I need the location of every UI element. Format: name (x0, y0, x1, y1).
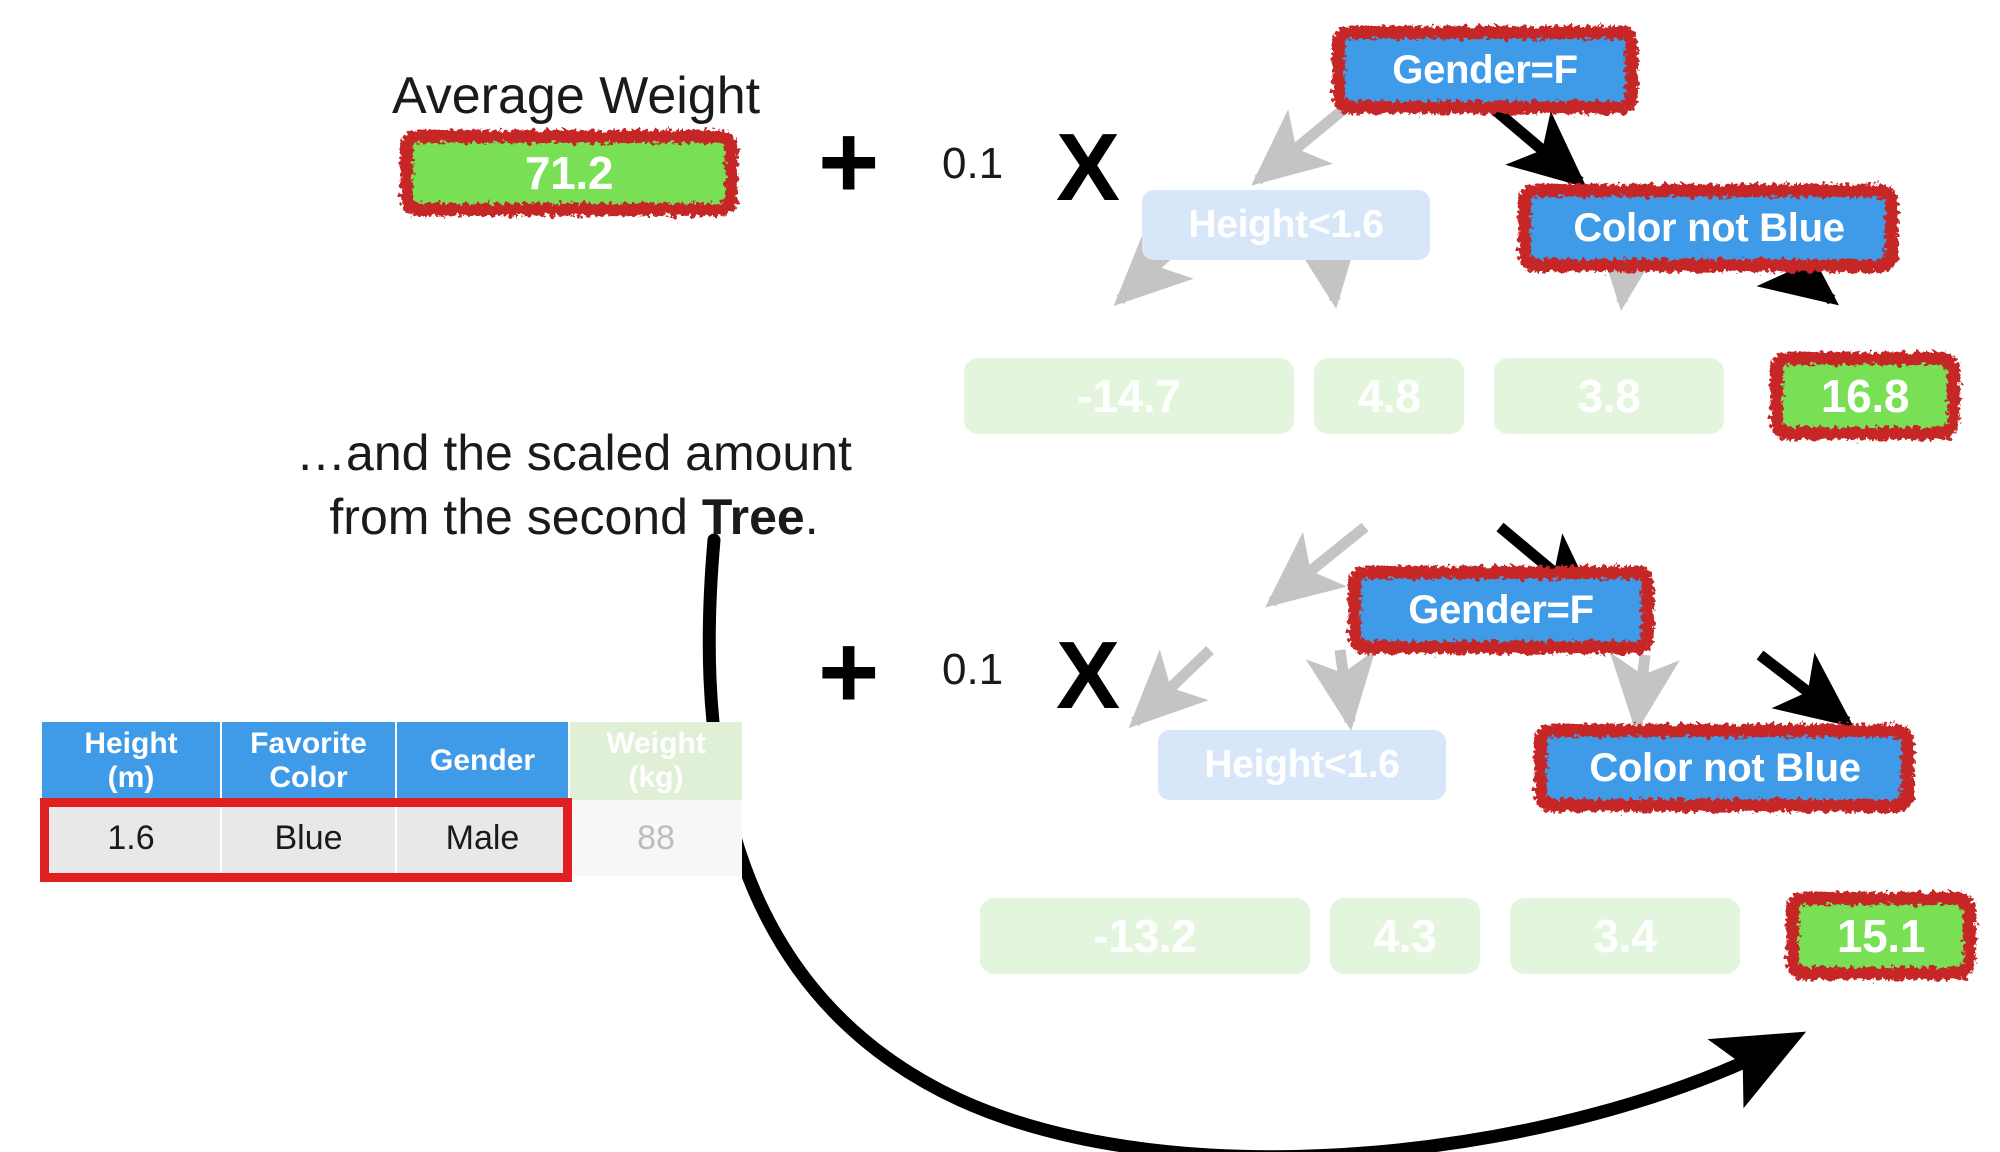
t1-right-node[interactable]: Color not Blue (1524, 190, 1894, 266)
page-title: Average Weight (392, 67, 761, 125)
t2-left-node[interactable]: Height<1.6 (1158, 730, 1446, 800)
average-weight-value-box: 71.2 (404, 134, 734, 212)
cell-gender: Male (397, 800, 570, 878)
edge-t1-root-left (1251, 99, 1354, 186)
t1-root-label: Gender=F (1392, 47, 1578, 92)
t2-leaf-0[interactable]: -13.2 (980, 898, 1310, 974)
table-header-height: Height (m) (42, 722, 222, 800)
table-row[interactable]: 1.6 Blue Male 88 (42, 800, 742, 878)
narrative-line-2-prefix: from the second (329, 489, 702, 545)
t1-right-label: Color not Blue (1573, 205, 1845, 250)
t1-leaf-0[interactable]: -14.7 (964, 358, 1294, 434)
sample-data-table: Height (m) Favorite Color Gender Weight … (42, 722, 742, 878)
table-header-height-line1: Height (84, 727, 178, 761)
table-header-weight-line2: (kg) (628, 761, 684, 794)
table-header-weight-line1: Weight (606, 727, 706, 761)
t1-leaf-3[interactable]: 16.8 (1776, 358, 1954, 434)
table-header-favorite-color: Favorite Color (222, 722, 397, 800)
table-header-favorite-color-line2: Color (269, 761, 348, 794)
learning-rate-row1: 0.1 (942, 139, 1004, 188)
table-header-weight: Weight (kg) (570, 722, 742, 800)
t1-leaf-2[interactable]: 3.8 (1494, 358, 1724, 434)
t2-leaf-1[interactable]: 4.3 (1330, 898, 1480, 974)
t2-right-label: Color not Blue (1589, 745, 1861, 790)
cell-height: 1.6 (42, 800, 222, 878)
t1-left-label: Height<1.6 (1188, 203, 1384, 246)
narrative-line-2-suffix: . (804, 489, 819, 545)
table-header-gender: Gender (397, 722, 570, 800)
cell-weight: 88 (570, 800, 742, 878)
t1-leaf-2-value: 3.8 (1577, 370, 1641, 422)
t2-root-node[interactable]: Gender=F (1352, 572, 1650, 648)
average-weight-value: 71.2 (524, 147, 614, 199)
edge-t2-left-right (1305, 649, 1376, 731)
t2-leaf-0-value: -13.2 (1093, 910, 1197, 962)
narrative-line-1: …and the scaled amount (296, 425, 852, 481)
table-header-favorite-color-line1: Favorite (250, 727, 367, 761)
t2-root-label: Gender=F (1408, 587, 1594, 632)
t2-leaf-1-value: 4.3 (1373, 910, 1437, 962)
table-header-height-line2: (m) (107, 761, 155, 794)
times-operator-row2: X (1056, 622, 1121, 729)
t2-right-node[interactable]: Color not Blue (1540, 730, 1910, 806)
t1-leaf-1[interactable]: 4.8 (1314, 358, 1464, 434)
t1-leaf-0-value: -14.7 (1077, 370, 1181, 422)
t1-root-node[interactable]: Gender=F (1336, 32, 1634, 108)
t2-leaf-3[interactable]: 15.1 (1792, 898, 1970, 974)
t2-left-label: Height<1.6 (1204, 743, 1400, 786)
learning-rate-row2: 0.1 (942, 645, 1004, 694)
t1-left-node[interactable]: Height<1.6 (1142, 190, 1430, 260)
table-header-row: Height (m) Favorite Color Gender Weight … (42, 722, 742, 800)
narrative-line-2-emphasis: Tree (701, 489, 805, 545)
edge-t2-right-left (1609, 652, 1680, 733)
edge-t2-right-right (1756, 650, 1854, 728)
t2-leaf-2[interactable]: 3.4 (1510, 898, 1740, 974)
t1-leaf-1-value: 4.8 (1357, 370, 1421, 422)
table-header-gender-line1: Gender (429, 744, 536, 778)
edge-t1-root-right (1484, 99, 1587, 188)
times-operator-row1: X (1056, 114, 1121, 221)
cell-favorite-color: Blue (222, 800, 397, 878)
plus-operator-row2: + (818, 614, 880, 731)
edge-t2-left-left (1128, 646, 1214, 729)
t2-leaf-2-value: 3.4 (1593, 910, 1657, 962)
plus-operator-row1: + (818, 104, 880, 221)
narrative-line-2: from the second Tree. (274, 487, 874, 547)
t2-leaf-3-value: 15.1 (1836, 910, 1926, 962)
t1-leaf-3-value: 16.8 (1820, 370, 1910, 422)
